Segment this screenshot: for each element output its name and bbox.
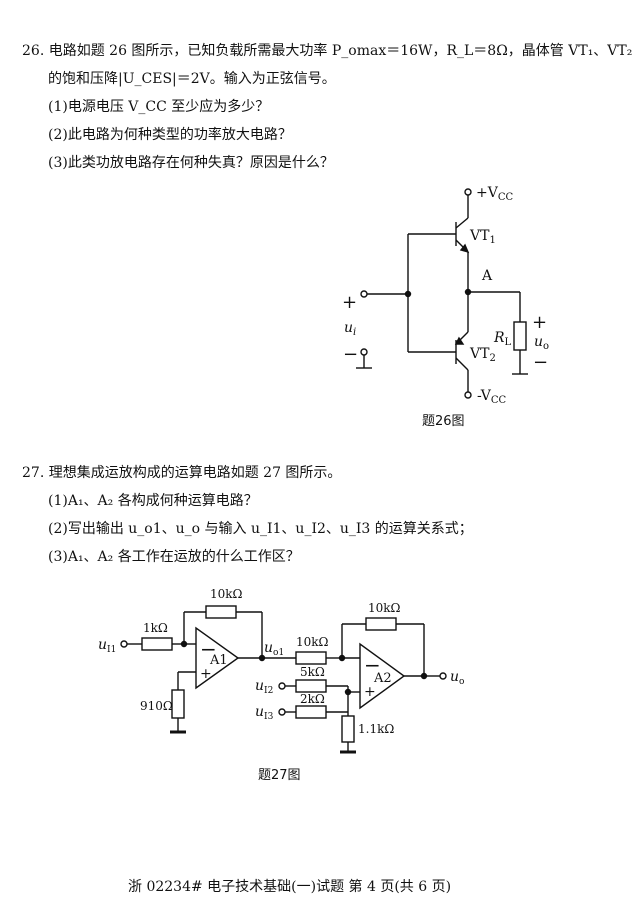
uo-label: uo [450,669,464,687]
q26-line1: 26. 电路如题 26 图所示，已知负载所需最大功率 P_omax＝16W，R_… [22,43,633,59]
q27-sub3: (3)A₁、A₂ 各工作在运放的什么工作区？ [48,549,300,565]
uo-label: uo [534,334,549,352]
a2-plus-sign: + [364,684,376,700]
node-a-label: A [481,268,493,284]
q26-sub3: (3)此类功放电路存在何种失真？原因是什么？ [48,155,334,171]
input-minus: − [343,344,358,365]
r-gnd2-label: 1.1kΩ [358,722,394,736]
figure-26-caption: 题26图 [422,414,465,429]
a2-minus-sign: − [364,653,381,677]
vt1-label: VT1 [469,228,496,246]
r-gnd1-label: 910Ω [140,699,173,713]
ui-label: ui [344,320,356,338]
page-footer: 浙 02234# 电子技术基础(一)试题 第 4 页(共 6 页) [128,879,452,895]
q27-line1: 27. 理想集成运放构成的运算电路如题 27 图所示。 [22,465,342,481]
figure-27-circuit: − + A1 − + A2 10kΩ 1kΩ 910Ω 10kΩ 5kΩ 2kΩ… [98,587,464,754]
q26-sub2: (2)此电路为何种类型的功率放大电路？ [48,127,292,143]
output-plus: + [532,312,547,333]
r-i2-label: 5kΩ [300,665,325,679]
q27-sub2: (2)写出输出 u_o1、u_o 与输入 u_I1、u_I2、u_I3 的运算关… [48,521,473,537]
output-minus: − [533,352,548,373]
ui2-label: uI2 [255,678,273,696]
r-i3-label: 2kΩ [300,692,325,706]
ui3-label: uI3 [255,704,274,722]
r-link-label: 10kΩ [296,635,329,649]
vt2-label: VT2 [469,346,496,364]
q26-line2: 的饱和压降|U_CES|＝2V。输入为正弦信号。 [48,71,336,87]
input-plus: + [342,292,357,313]
figure-27-caption: 题27图 [258,768,301,783]
r-in1-label: 1kΩ [143,621,168,635]
vcc-neg-label: -VCC [477,388,506,406]
figure-26-circuit: +VCC VT1 A + ui − RL + uo − VT2 -VCC [342,185,549,406]
a1-label: A1 [209,653,228,668]
rl-label: RL [493,330,512,348]
q26-sub1: (1)电源电压 V_CC 至少应为多少？ [48,99,270,115]
uo1-label: uo1 [264,640,284,658]
vcc-pos-label: +VCC [476,185,513,203]
a1-plus-sign: + [200,666,212,682]
a2-label: A2 [373,671,392,686]
r-fb2-label: 10kΩ [368,601,401,615]
a1-minus-sign: − [200,637,217,661]
q27-sub1: (1)A₁、A₂ 各构成何种运算电路？ [48,493,258,509]
ui1-label: uI1 [98,637,116,655]
r-fb1-label: 10kΩ [210,587,243,601]
